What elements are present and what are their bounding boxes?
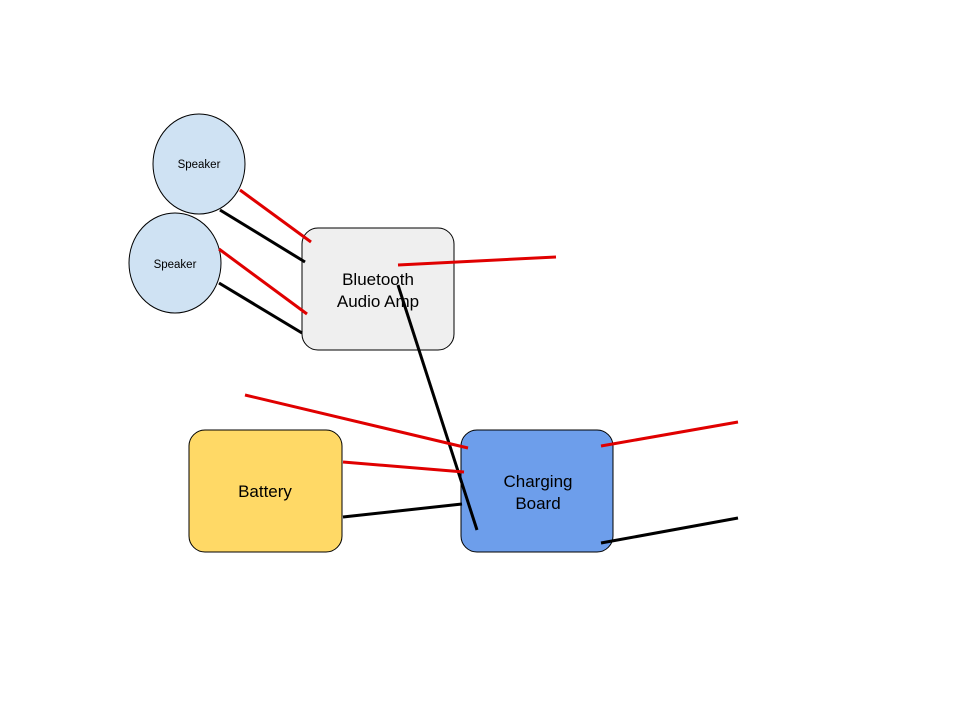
charging-board-box <box>460 429 614 553</box>
amp-label-line1: Bluetooth <box>342 270 414 289</box>
wire-speaker-top-positive <box>239 188 312 244</box>
battery-label: Battery <box>238 482 292 501</box>
amp: Bluetooth Audio Amp <box>301 227 455 351</box>
speaker-bottom-shape <box>128 212 222 314</box>
amp-box <box>301 227 455 351</box>
battery-box <box>188 429 343 553</box>
speaker-top-label: Speaker <box>178 159 221 171</box>
wire-battery-positive <box>342 460 465 474</box>
wire-battery-negative <box>342 502 463 519</box>
wire-speaker-top-negative <box>219 208 306 264</box>
wire-board-positive-out <box>600 420 739 448</box>
wire-amp-positive-out <box>397 255 557 267</box>
wire-board-positive-in <box>244 393 469 450</box>
charging-board: Charging Board <box>460 429 614 553</box>
battery: Battery <box>188 429 343 553</box>
wire-amp-to-board-negative <box>396 284 479 531</box>
wire-speaker-bottom-positive <box>218 247 308 316</box>
charging-board-label-line1: Charging <box>504 472 573 491</box>
wire-speaker-bottom-negative <box>218 281 303 335</box>
speaker-bottom-label: Speaker <box>154 259 197 271</box>
speaker-bottom: Speaker <box>128 212 222 314</box>
wire-board-negative-out <box>600 516 739 545</box>
speaker-top: Speaker <box>152 113 246 215</box>
charging-board-label-line2: Board <box>515 494 560 513</box>
amp-label-line2: Audio Amp <box>337 292 419 311</box>
speaker-top-shape <box>152 113 246 215</box>
